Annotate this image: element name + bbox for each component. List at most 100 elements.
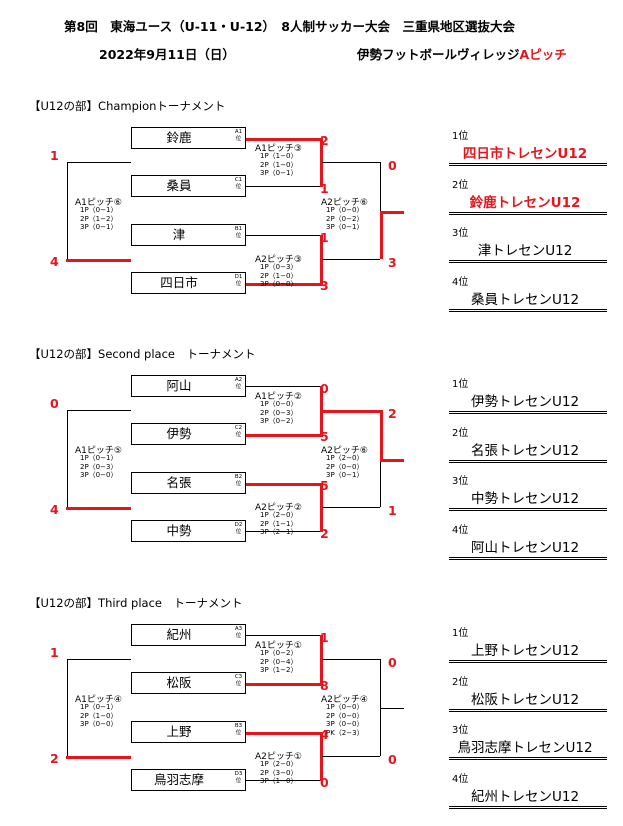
rank-team: 紀州トレセンU12 xyxy=(470,789,580,805)
match-period: 3P（0−0） xyxy=(80,720,118,728)
score: 1 xyxy=(50,645,59,660)
team-name: 桑員 xyxy=(166,178,192,193)
team-box: 松阪 C3位 xyxy=(131,672,246,694)
rank-underline xyxy=(449,510,607,511)
team-name: 紀州 xyxy=(166,627,192,642)
rank-underline xyxy=(449,311,607,312)
team-name: 松阪 xyxy=(166,675,192,690)
team-seed: C3位 xyxy=(234,674,243,687)
rank-team: 上野トレセンU12 xyxy=(470,643,580,659)
team-seed: D3位 xyxy=(234,771,243,784)
match-period: 3P（0−2） xyxy=(260,417,298,425)
score: 1 xyxy=(50,148,59,163)
semi1-vertical xyxy=(320,138,323,187)
semi1-bottom-line xyxy=(246,434,322,437)
match-period: 3P（0−0） xyxy=(80,471,118,479)
third-vertical-top xyxy=(67,659,68,756)
rank-team: 松阪トレセンU12 xyxy=(470,692,580,708)
final-top-line xyxy=(322,659,380,660)
score: 5 xyxy=(320,478,329,493)
third-vertical-top xyxy=(67,162,68,259)
rank-position: 2位 xyxy=(452,677,469,688)
section-title: 【U12の部】Third place トーナメント xyxy=(29,596,243,610)
team-box: 四日市 D1位 xyxy=(131,272,246,294)
section-title: 【U12の部】Championトーナメント xyxy=(29,99,226,113)
rank-underline xyxy=(449,660,607,661)
rank-underline xyxy=(449,806,607,807)
semi1-bottom-line xyxy=(246,683,322,686)
rank-team: 鳥羽志摩トレセンU12 xyxy=(457,740,593,756)
rank-underline xyxy=(449,559,607,560)
rank-underline xyxy=(449,411,607,412)
rank-underline xyxy=(449,262,607,263)
team-name: 津 xyxy=(172,227,186,242)
rank-team: 津トレセンU12 xyxy=(477,243,573,259)
match-period: 1P（0−1） xyxy=(80,454,118,462)
match-label: A2ピッチ② xyxy=(255,503,302,513)
rank-underline xyxy=(449,460,607,461)
rank-underline xyxy=(449,163,607,164)
rank-team: 鈴鹿トレセンU12 xyxy=(469,195,581,211)
final-top-line xyxy=(322,410,380,413)
event-date: 2022年9月11日（日） xyxy=(99,47,235,62)
match-label: A1ピッチ① xyxy=(255,641,302,651)
match-period: 1P（0−2） xyxy=(260,649,298,657)
score: 0 xyxy=(320,775,329,790)
final-vertical-top xyxy=(380,659,381,708)
match-period: 2P（1−2） xyxy=(80,214,118,223)
team-name: 伊勢 xyxy=(166,426,192,441)
match-period: 1P（2−0） xyxy=(260,511,298,519)
match-label: A1ピッチ⑥ xyxy=(75,198,122,208)
match-period: 2P（1−0） xyxy=(260,160,298,169)
third-top-line xyxy=(67,659,131,660)
rank-underline xyxy=(449,212,607,213)
match-period: 3P（0−1） xyxy=(260,169,298,177)
team-box: 名張 B2位 xyxy=(131,472,246,494)
match-period: 3P（1−2） xyxy=(260,666,298,674)
score: 4 xyxy=(50,254,59,269)
rank-position: 4位 xyxy=(452,277,469,288)
venue-pitch: Aピッチ xyxy=(519,47,567,62)
team-seed: B2位 xyxy=(234,474,243,487)
team-seed: B3位 xyxy=(234,723,243,736)
match-period: 2P（1−0） xyxy=(260,271,298,280)
semi1-top-line xyxy=(246,138,322,141)
third-vertical-red xyxy=(66,756,69,759)
rank-position: 3位 xyxy=(452,228,469,239)
score: 1 xyxy=(320,630,329,645)
score: 2 xyxy=(320,133,329,148)
final-winner-line xyxy=(380,458,404,462)
match-period: 3P（2−1） xyxy=(260,528,298,536)
score: 0 xyxy=(320,381,329,396)
match-period: 2P（0−3） xyxy=(80,462,118,471)
match-label: A2ピッチ④ xyxy=(321,695,368,705)
rank-underline xyxy=(449,557,607,558)
match-period: 1P（0−0） xyxy=(326,206,364,214)
score: 3 xyxy=(388,255,397,270)
match-period: 1P（0−1） xyxy=(80,703,118,711)
match-period: 2P（0−0） xyxy=(326,711,364,720)
team-name: 名張 xyxy=(166,475,192,490)
rank-underline xyxy=(449,260,607,261)
rank-team: 四日市トレセンU12 xyxy=(462,146,588,162)
match-label: A1ピッチ③ xyxy=(255,144,302,154)
rank-team: 伊勢トレセンU12 xyxy=(470,394,580,410)
rank-underline xyxy=(449,711,607,712)
team-name: 四日市 xyxy=(160,275,198,290)
rank-underline xyxy=(449,808,607,809)
team-seed: A1位 xyxy=(234,129,243,142)
semi2-top-line xyxy=(246,483,322,486)
team-name: 鳥羽志摩 xyxy=(153,772,204,787)
rank-team: 中勢トレセンU12 xyxy=(470,491,580,507)
score: 0 xyxy=(388,752,397,767)
rank-position: 1位 xyxy=(452,628,469,639)
match-period: 2P（0−0） xyxy=(326,462,364,471)
score: 3 xyxy=(320,278,329,293)
match-label: A1ピッチ⑤ xyxy=(75,446,122,456)
tournament-title: 第8回 東海ユース（U-11・U-12） 8人制サッカー大会 三重県地区選抜大会 xyxy=(64,19,515,34)
team-seed: D1位 xyxy=(234,274,243,287)
section-title: 【U12の部】Second place トーナメント xyxy=(29,347,256,361)
match-period: 2P（0−3） xyxy=(260,408,298,417)
